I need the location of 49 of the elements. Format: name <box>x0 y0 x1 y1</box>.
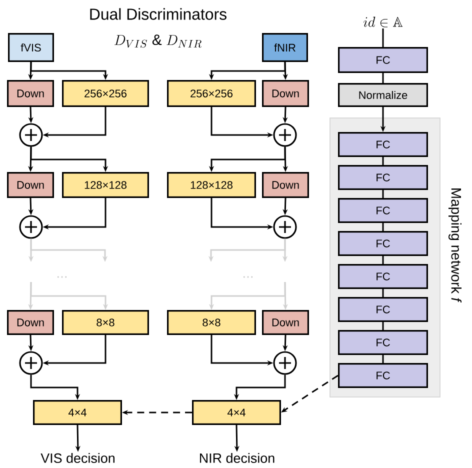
resolution-box: 4×4 <box>33 400 122 425</box>
connector-line <box>382 190 384 198</box>
connector-line <box>382 289 384 297</box>
add-circle <box>273 351 297 375</box>
input-label: $id \in \mathbb{A}$ <box>364 16 403 28</box>
connector-line <box>382 256 384 264</box>
fc-box: FC <box>338 297 428 322</box>
title: Dual Discriminators <box>90 8 226 20</box>
input-box: fVIS <box>8 33 54 62</box>
fc-box: FC <box>338 132 428 157</box>
add-circle <box>19 123 43 147</box>
output-label: NIR decision <box>200 453 274 463</box>
resolution-box: 4×4 <box>192 400 281 425</box>
fc-box: FC <box>338 165 428 190</box>
connector-line <box>382 322 384 330</box>
down-box: Down <box>262 80 309 107</box>
input-box: fNIR <box>262 33 308 62</box>
resolution-box: 128×128 <box>167 172 256 198</box>
connector-line <box>382 28 384 47</box>
fc-box: FC <box>338 231 428 256</box>
output-label: VIS decision <box>40 453 114 463</box>
resolution-box: 128×128 <box>62 172 149 198</box>
down-box: Down <box>7 172 54 198</box>
resolution-box: 8×8 <box>62 310 149 335</box>
add-circle <box>273 215 297 239</box>
down-box: Down <box>7 80 54 107</box>
down-box: Down <box>7 310 54 335</box>
add-circle <box>19 351 43 375</box>
resolution-box: 256×256 <box>62 80 149 107</box>
resolution-box: 8×8 <box>167 310 256 335</box>
connector-line <box>382 157 384 165</box>
down-box: Down <box>262 172 309 198</box>
fc-box: FC <box>338 47 428 73</box>
down-box: Down <box>262 310 309 335</box>
connector-line <box>382 223 384 231</box>
normalize-box: Normalize <box>338 83 428 107</box>
connector-line <box>382 73 384 83</box>
fc-box: FC <box>338 264 428 289</box>
formula-label: $D_{VIS}\ \&\ D_{NIR}$ <box>114 34 202 48</box>
add-circle <box>273 123 297 147</box>
fc-box: FC <box>338 363 428 388</box>
fc-box: FC <box>338 198 428 223</box>
connector-line <box>382 355 384 363</box>
resolution-box: 256×256 <box>167 80 256 107</box>
fc-box: FC <box>338 330 428 355</box>
panel-label: Mapping network f <box>448 188 462 303</box>
add-circle <box>19 215 43 239</box>
ellipsis: ... <box>243 276 253 278</box>
ellipsis: ... <box>57 276 67 278</box>
